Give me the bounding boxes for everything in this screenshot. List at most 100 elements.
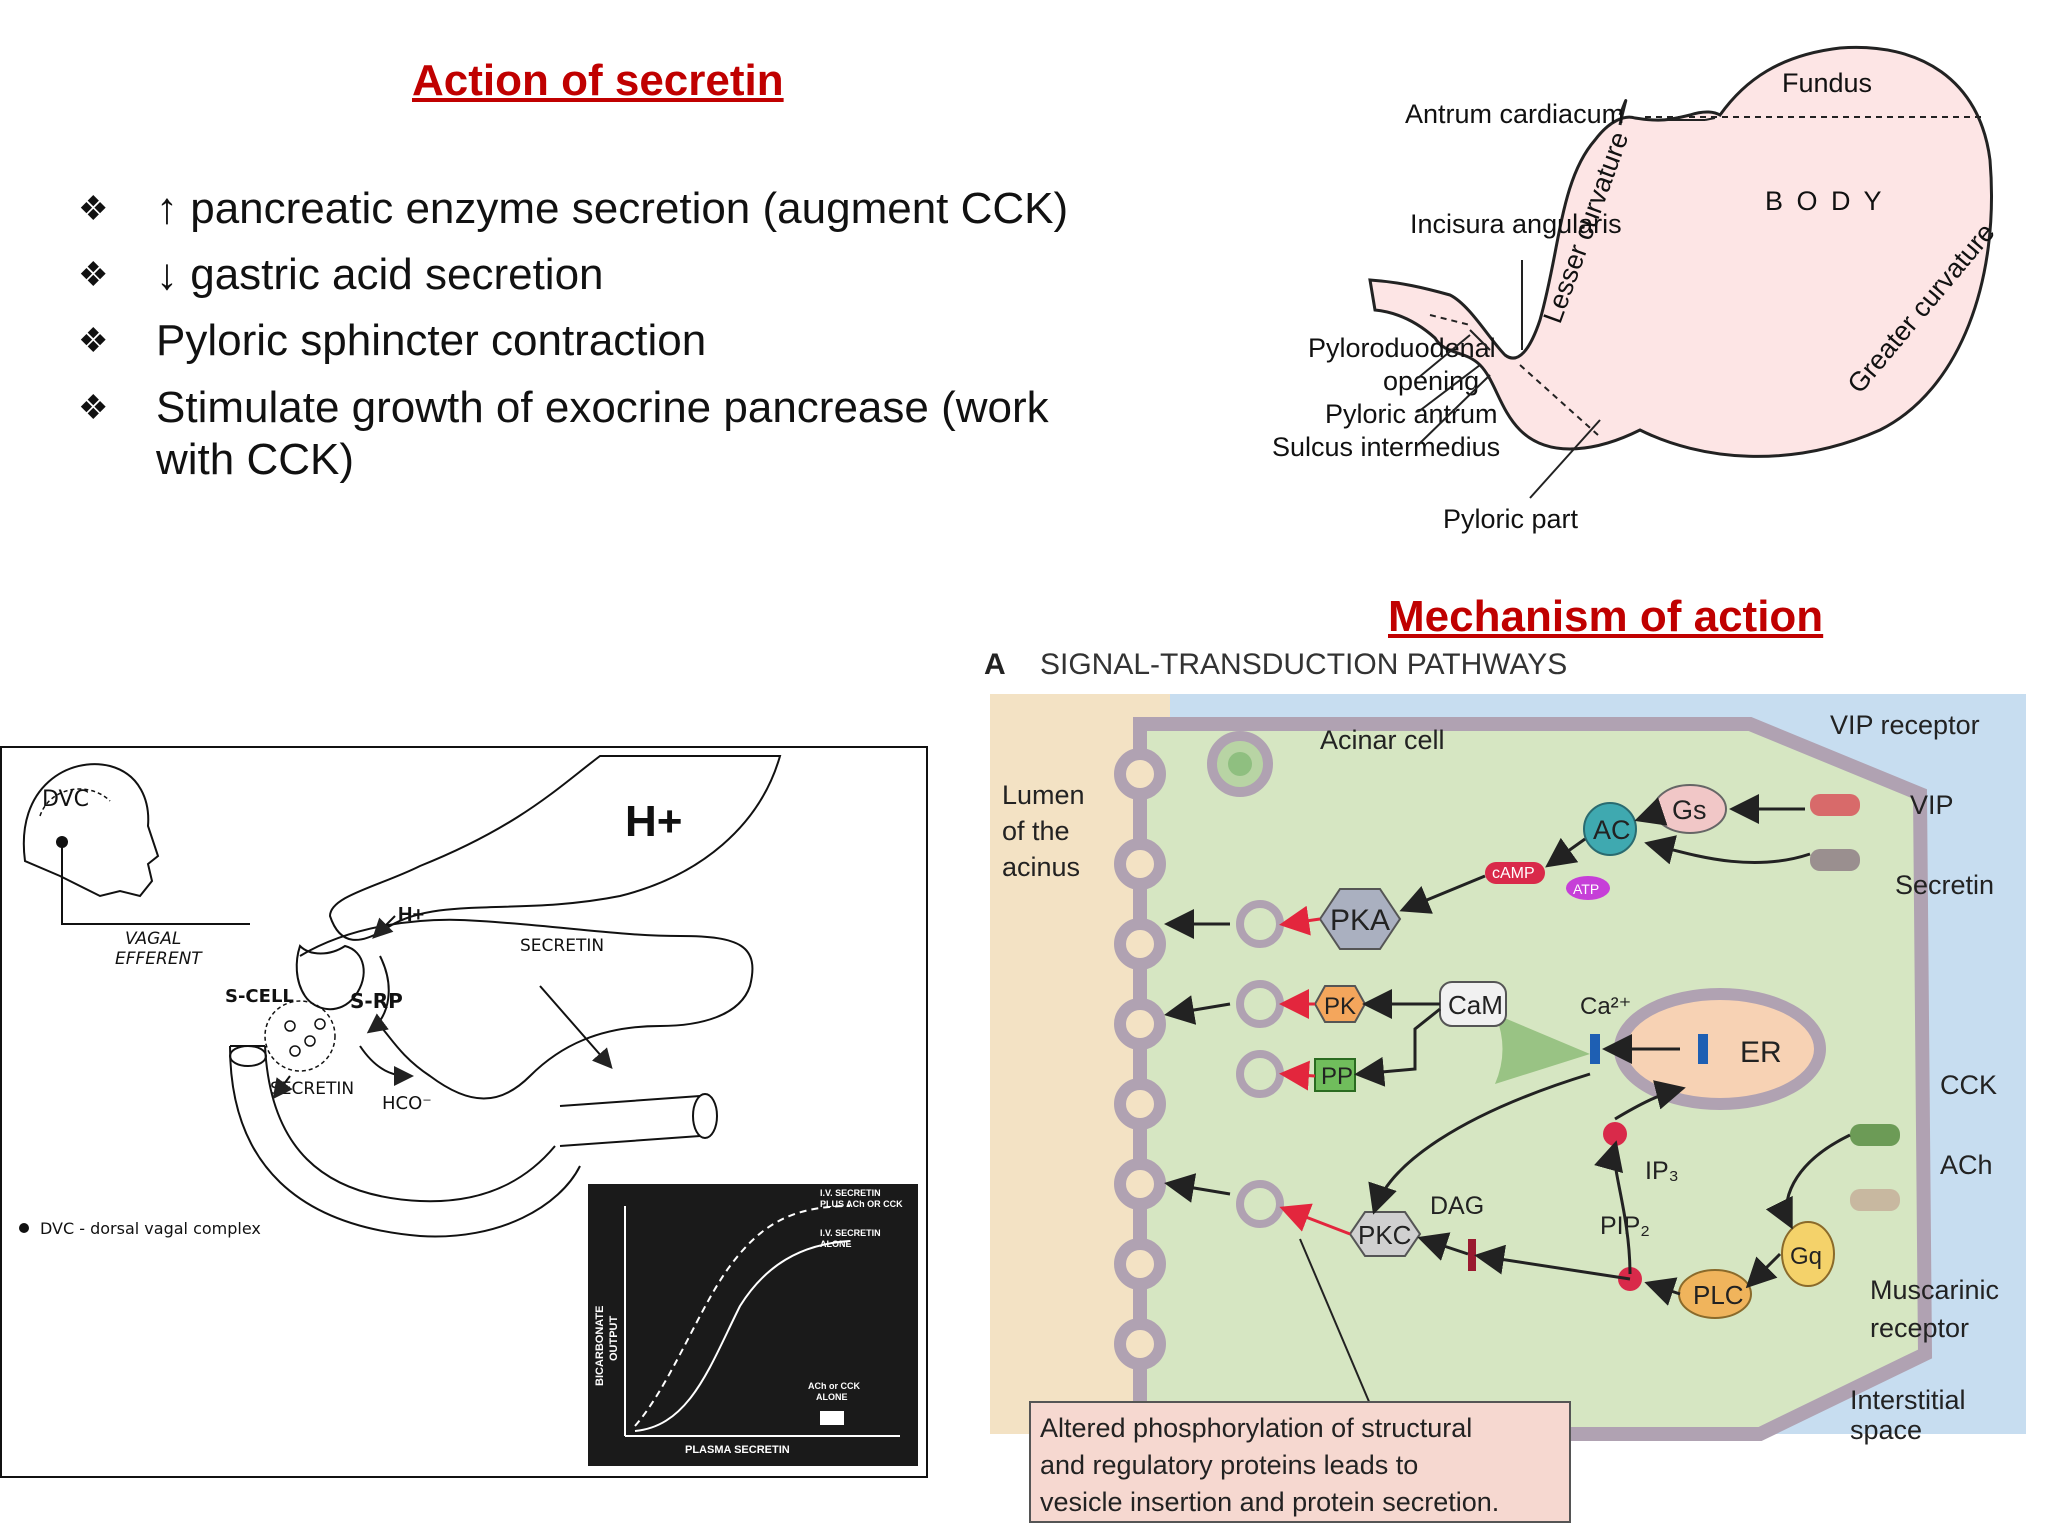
- curve-plus-label: I.V. SECRETIN: [820, 1188, 881, 1198]
- vagal-secretin-diagram: DVC VAGAL EFFERENT H+ H+ SECRETIN S-CELL…: [0, 746, 928, 1478]
- pk-label: PK: [1324, 993, 1356, 1020]
- duct-opening: [692, 1093, 718, 1139]
- mechanism-title: Mechanism of action: [1388, 592, 1824, 641]
- opening-label: opening: [1383, 366, 1479, 396]
- camp-node: [1485, 862, 1545, 884]
- dag-label: DAG: [1430, 1192, 1484, 1220]
- cam-label: CaM: [1448, 990, 1503, 1020]
- secretin-label: Secretin: [1895, 870, 1994, 900]
- signal-transduction-diagram: ER Acinar cell Lumen of the acinus VIP r…: [990, 694, 2026, 1523]
- bullet-item: ❖ ↓ gastric acid secretion: [78, 242, 1138, 308]
- muscarinic-receptor-icon: [1850, 1189, 1900, 1211]
- sulcus-intermedius-label: Sulcus intermedius: [1272, 432, 1500, 462]
- gs-label: Gs: [1672, 795, 1707, 825]
- vip-label: VIP: [1910, 790, 1954, 820]
- caption-pointer: [1299, 1238, 1371, 1405]
- cck-receptor-icon: [1850, 1124, 1900, 1146]
- vip-receptor-label: VIP receptor: [1830, 710, 1980, 740]
- pancreas-shape: [299, 918, 754, 1100]
- caption-line-3: vesicle insertion and protein secretion.: [1040, 1487, 1499, 1517]
- fundus-label: Fundus: [1782, 68, 1872, 98]
- action-title: Action of secretin: [412, 56, 784, 105]
- caption-line-2: and regulatory proteins leads to: [1040, 1450, 1418, 1480]
- panel-title: SIGNAL-TRANSDUCTION PATHWAYS: [1040, 648, 1568, 681]
- legend-bullet-icon: [19, 1223, 29, 1233]
- ca-label: Ca²⁺: [1580, 993, 1631, 1020]
- efferent-label: EFFERENT: [115, 949, 203, 969]
- curve-with-ach: [634, 1205, 851, 1427]
- diamond-bullet-icon: ❖: [78, 389, 109, 427]
- curve-alone-label-2: ALONE: [820, 1239, 852, 1249]
- secretin-cell-label: SECRETIN: [270, 1079, 354, 1099]
- lumen-label: Lumen: [1002, 780, 1085, 810]
- head-outline: [22, 763, 160, 898]
- stomach-outline: [1368, 45, 1994, 458]
- gq-label: Gq: [1790, 1243, 1822, 1270]
- s-cell-label: S-CELL: [225, 986, 294, 1007]
- acinar-cell-label: Acinar cell: [1320, 725, 1445, 755]
- action-bullet-list: ❖ ↑ pancreatic enzyme secretion (augment…: [78, 176, 1138, 486]
- panel-letter: A: [984, 648, 1006, 681]
- lumen-label-2: of the: [1002, 816, 1070, 846]
- diamond-bullet-icon: ❖: [78, 322, 109, 360]
- bicarbonate-inset-plot: BICARBONATE OUTPUT PLASMA SECRETIN I.V. …: [588, 1184, 918, 1466]
- diamond-bullet-icon: ❖: [78, 256, 109, 294]
- pka-node: [1318, 888, 1402, 950]
- er-channel-icon: [1698, 1034, 1708, 1064]
- vagal-arrows: [272, 915, 613, 1100]
- secretin-gut-label: SECRETIN: [520, 936, 604, 956]
- inset-background: [588, 1184, 918, 1466]
- interstitial-label: Interstitial: [1850, 1385, 1966, 1415]
- muscarinic-label: Muscarinic: [1870, 1275, 1999, 1305]
- inset-ylabel: BICARBONATE: [594, 1306, 606, 1386]
- ip3-icon: [1603, 1122, 1627, 1146]
- atp-node: [1566, 876, 1610, 900]
- bullet-text: Pyloric sphincter contraction: [156, 316, 707, 365]
- er-label: ER: [1740, 1036, 1782, 1069]
- secretin-receptor-icon: [1810, 849, 1860, 871]
- pka-label: PKA: [1330, 904, 1390, 937]
- vagal-label: VAGAL: [125, 929, 181, 949]
- bullet-text: Stimulate growth of exocrine pancrease (…: [156, 383, 1049, 484]
- antrum-cardiacum-label: Antrum cardiacum: [1405, 99, 1624, 129]
- vagal-nerve: [61, 842, 250, 925]
- plc-label: PLC: [1693, 1280, 1744, 1310]
- dvc-label: DVC: [42, 787, 89, 812]
- bullet-item: ❖ Stimulate growth of exocrine pancrease…: [78, 382, 1138, 486]
- camp-label: cAMP: [1492, 865, 1535, 882]
- lumen-label-3: acinus: [1002, 852, 1080, 882]
- vagal-frame: [0, 746, 928, 1478]
- h-plus-label: H+: [625, 797, 682, 846]
- s-cell-region: [295, 944, 365, 1011]
- baseline-label-2: ALONE: [816, 1392, 848, 1402]
- diamond-bullet-icon: ❖: [78, 190, 109, 228]
- bullet-text: ↑ pancreatic enzyme secretion (augment C…: [156, 184, 1069, 233]
- inset-xlabel: PLASMA SECRETIN: [685, 1444, 790, 1456]
- caption-line-1: Altered phosphorylation of structural: [1040, 1413, 1472, 1443]
- bullet-text: ↓ gastric acid secretion: [156, 250, 604, 299]
- pyloric-antrum-label: Pyloric antrum: [1325, 399, 1498, 429]
- ach-label: ACh: [1940, 1150, 1993, 1180]
- dag-icon: [1468, 1239, 1476, 1271]
- gq-node: [1781, 1221, 1835, 1287]
- pathway-arrows: [1164, 794, 1851, 1306]
- ip3-label: IP₃: [1645, 1157, 1679, 1185]
- inset-ylabel-2: OUTPUT: [608, 1316, 620, 1362]
- bullet-item: ❖ ↑ pancreatic enzyme secretion (augment…: [78, 176, 1138, 242]
- duodenum-outer: [229, 1045, 581, 1238]
- bullet-item: ❖ Pyloric sphincter contraction: [78, 308, 1138, 374]
- sulcus-divider: [1429, 314, 1471, 326]
- caption-box: [1029, 1401, 1571, 1523]
- pkc-label: PKC: [1358, 1220, 1411, 1250]
- ac-label: AC: [1593, 815, 1631, 845]
- vip-receptor-icon: [1810, 794, 1860, 816]
- s-cell: [264, 1000, 336, 1072]
- s-rp-label: S-RP: [350, 989, 403, 1013]
- calcium-wave: [1495, 1014, 1590, 1084]
- ca-channel-icon: [1590, 1034, 1600, 1064]
- duodenum-inner: [264, 1045, 556, 1203]
- pyloroduodenal-label: Pyloroduodenal: [1308, 333, 1496, 363]
- apical-membrane: [1114, 748, 1166, 1370]
- stomach-diagram: Fundus Antrum cardiacum B O D Y Incisura…: [1272, 45, 2001, 534]
- cck-label: CCK: [1940, 1070, 1997, 1100]
